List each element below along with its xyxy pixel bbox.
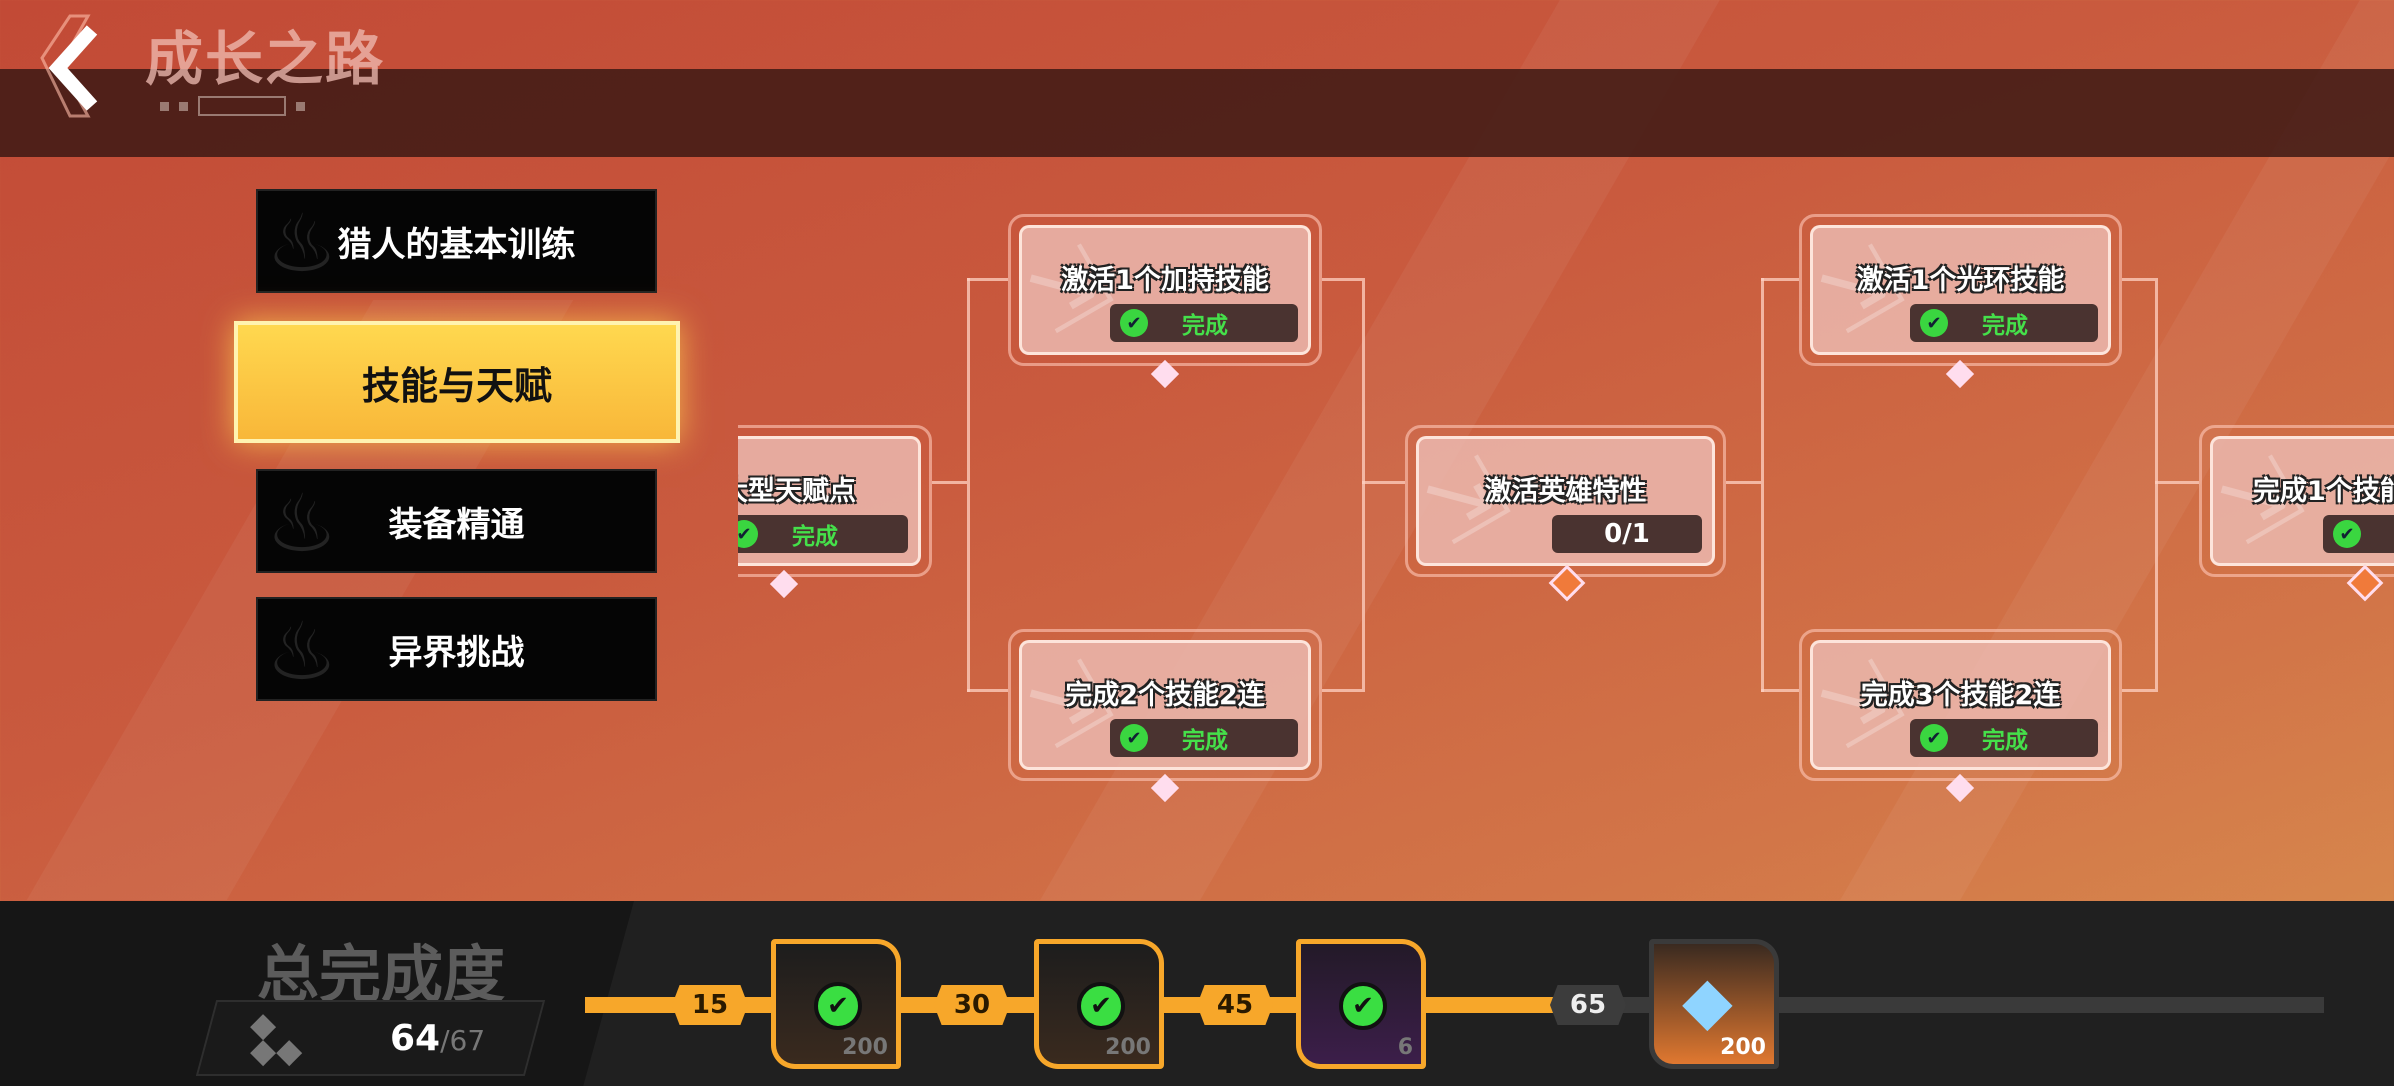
flame-emblem-icon: ♨ <box>266 477 338 570</box>
milestone-reward[interactable]: ✔6 <box>1296 939 1426 1069</box>
milestone-reward[interactable]: ✔ 200 <box>1034 939 1164 1069</box>
total-completion-title: 总完成度 <box>257 938 506 1011</box>
diamond-cluster-icon: ◆◆◆ <box>250 1005 303 1071</box>
status-complete: ✔完成 <box>1910 719 2098 757</box>
milestone-badge: 30 <box>934 985 1010 1025</box>
tree-node[interactable]: ⇲完成2个技能2连✔完成 <box>1008 629 1322 781</box>
status-complete: ✔完成 <box>1110 304 1298 342</box>
page-indicator <box>160 96 305 116</box>
sidebar-item-label: 技能与天赋 <box>361 363 552 408</box>
milestone-reward[interactable]: ◆200 <box>1649 939 1779 1069</box>
status-complete: ✔完成 <box>1910 304 2098 342</box>
reward-quantity: 200 <box>1105 1035 1151 1060</box>
milestone-badge: 15 <box>672 985 748 1025</box>
status-complete: ✔完成 <box>738 515 908 553</box>
tree-node[interactable]: ⇲完成3个技能2连✔完成 <box>1799 629 2122 781</box>
crystal-gem-icon: ◆ <box>1682 962 1733 1039</box>
claimed-check-icon: ✔ <box>1077 982 1125 1030</box>
check-icon: ✔ <box>1120 309 1148 337</box>
check-icon: ✔ <box>1920 309 1948 337</box>
completion-current: 64 <box>390 1018 441 1059</box>
status-complete: ✔ <box>2323 515 2394 553</box>
check-icon: ✔ <box>738 520 758 548</box>
tree-node[interactable]: ⇲个大型天赋点✔完成 <box>738 425 932 577</box>
milestone-badge: 65 <box>1550 985 1626 1025</box>
reward-quantity: 6 <box>1397 1035 1413 1060</box>
milestone-badge: 45 <box>1197 985 1273 1025</box>
page-title: 成长之路 <box>145 25 386 93</box>
skill-tree: ⇲个大型天赋点✔完成 ⇲激活1个加持技能✔完成 ⇲完成2个技能2连✔完成 ⇲激活… <box>738 150 2394 850</box>
flame-emblem-icon: ♨ <box>266 605 338 698</box>
milestone-reward[interactable]: ✔ 200 <box>771 939 901 1069</box>
claimed-check-icon: ✔ <box>814 982 862 1030</box>
completion-count: 64/67 <box>390 1018 485 1059</box>
sidebar-item-otherworld-challenge[interactable]: ♨ 异界挑战 <box>256 597 657 701</box>
claimed-check-icon: ✔ <box>1339 982 1387 1030</box>
check-icon: ✔ <box>2333 520 2361 548</box>
reward-quantity: 200 <box>1720 1035 1766 1060</box>
sidebar-item-label: 异界挑战 <box>388 632 525 673</box>
tree-node[interactable]: ⇲激活1个光环技能✔完成 <box>1799 214 2122 366</box>
back-button[interactable] <box>30 8 120 123</box>
sidebar-item-skills-talents[interactable]: 技能与天赋 <box>234 321 680 443</box>
tree-node[interactable]: ⇲完成1个技能✔ <box>2199 425 2394 577</box>
reward-quantity: 200 <box>842 1035 888 1060</box>
sidebar-item-label: 猎人的基本训练 <box>337 224 576 265</box>
sidebar-item-label: 装备精通 <box>388 504 525 545</box>
check-icon: ✔ <box>1120 724 1148 752</box>
sidebar-item-basic-training[interactable]: ♨猎人的基本训练 <box>256 189 657 293</box>
flame-emblem-icon: ♨ <box>266 197 338 290</box>
check-icon: ✔ <box>1920 724 1948 752</box>
completion-total: /67 <box>440 1024 486 1057</box>
tree-node[interactable]: ⇲激活1个加持技能✔完成 <box>1008 214 1322 366</box>
header-band <box>0 69 2394 157</box>
status-complete: ✔完成 <box>1110 719 1298 757</box>
completion-count-box <box>195 1000 546 1076</box>
sidebar-item-equipment-mastery[interactable]: ♨ 装备精通 <box>256 469 657 573</box>
progress-count: 0/1 <box>1552 515 1702 553</box>
chevron-left-icon <box>40 14 98 118</box>
